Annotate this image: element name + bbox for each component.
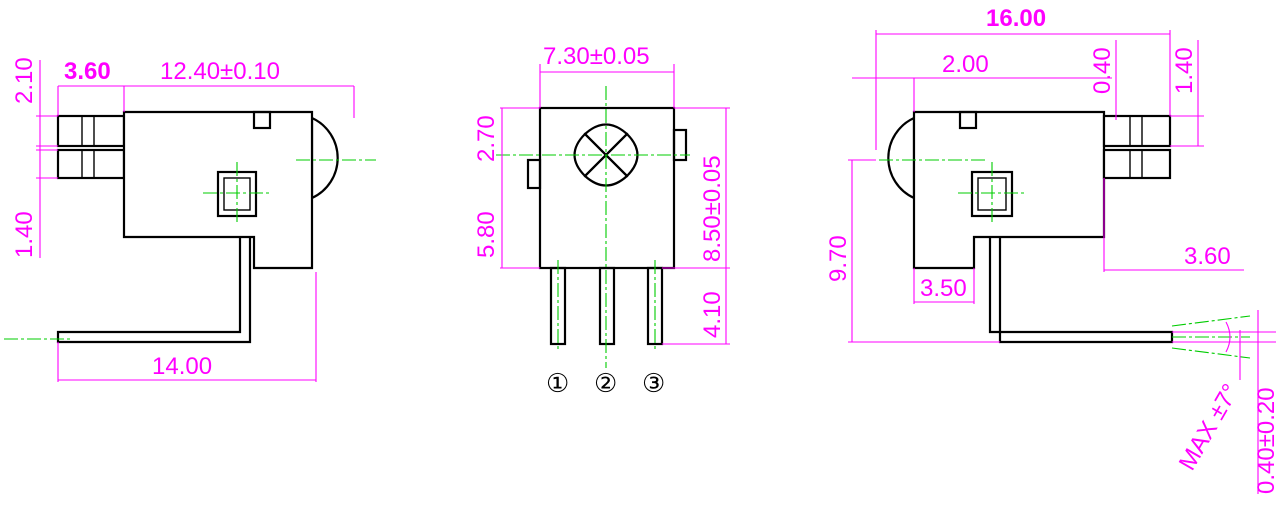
dim-3-50: 3.50 (920, 275, 967, 302)
dim-9-70: 9.70 (825, 235, 852, 282)
front-view: 7.30±0.05 2.70 5.80 8.50±0.05 4.10 ① ② ③ (473, 43, 730, 399)
pin-label-2: ② (594, 369, 617, 399)
dim-14-00: 14.00 (152, 353, 212, 380)
pin-label-3: ③ (642, 369, 665, 399)
terminal-lead (56, 237, 252, 344)
terminal-lead-right (988, 237, 1174, 344)
dim-1-40-right: 1.40 (1171, 47, 1198, 94)
dim-7-30: 7.30±0.05 (543, 43, 650, 70)
dim-1-40: 1.40 (11, 211, 38, 258)
dim-16-00: 16.00 (986, 5, 1046, 32)
dim-5-80: 5.80 (473, 211, 500, 258)
front-body (538, 106, 676, 270)
dim-2-00: 2.00 (942, 51, 989, 78)
right-side-view: 16.00 2.00 0.40 1.40 9.70 3.60 3.50 MAX … (825, 5, 1280, 494)
left-side-view: 2.10 3.60 12.40±0.10 1.40 14.00 (4, 57, 376, 382)
side-dome-right (887, 116, 916, 200)
pin-2 (598, 266, 616, 346)
dim-4-10: 4.10 (699, 291, 726, 338)
dim-3-60: 3.60 (64, 58, 111, 85)
dim-3-60-right: 3.60 (1184, 243, 1231, 270)
dim-2-10: 2.10 (11, 57, 38, 104)
side-dome (310, 116, 339, 200)
dim-12-40: 12.40±0.10 (160, 58, 280, 85)
dim-8-50: 8.50±0.05 (699, 155, 726, 262)
actuator-lower (56, 148, 126, 180)
dim-angle: MAX ±7° (1174, 379, 1245, 475)
dim-0-40: 0.40 (1089, 47, 1116, 94)
actuator-upper (56, 114, 126, 148)
dim-0-40-tol: 0.40±0.20 (1253, 387, 1280, 494)
dim-2-70: 2.70 (473, 115, 500, 162)
switch-body-right (912, 110, 1106, 270)
pin-label-1: ① (546, 369, 569, 399)
